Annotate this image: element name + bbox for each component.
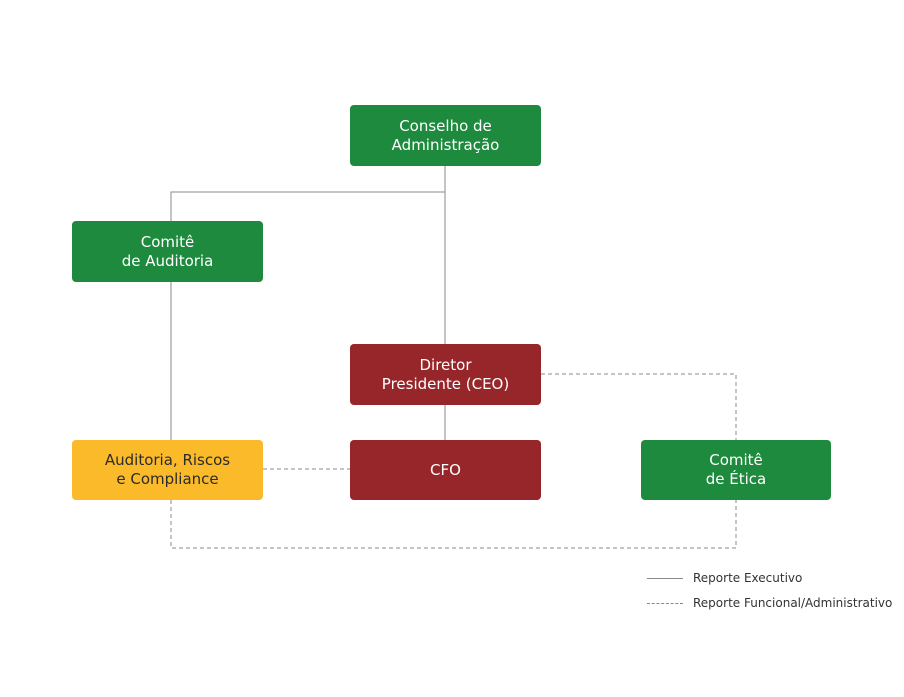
node-comite-auditoria-line2: de Auditoria — [121, 251, 214, 270]
node-comite-auditoria-line1: Comitê — [140, 232, 195, 251]
node-cfo-label: CFO — [430, 460, 461, 479]
node-ceo-line1: Diretor — [419, 355, 472, 374]
node-conselho-line1: Conselho de — [399, 116, 492, 135]
dashed-ceo-to-comite-etica — [541, 373, 737, 440]
node-conselho-line2: Administração — [391, 135, 500, 154]
node-comite-etica-line2: de Ética — [705, 470, 767, 488]
legend-solid-line — [647, 577, 683, 579]
node-conselho-administracao: Conselho de Administração — [350, 105, 541, 166]
node-comite-auditoria: Comitê de Auditoria — [72, 221, 263, 282]
node-ceo-line2: Presidente (CEO) — [381, 374, 510, 393]
node-cfo: CFO — [350, 440, 541, 500]
node-comite-etica: Comitê de Ética — [641, 440, 831, 500]
node-auditoria-line1: Auditoria, Riscos — [104, 451, 231, 469]
node-auditoria-riscos-compliance: Auditoria, Riscos e Compliance — [72, 440, 263, 500]
legend-label-executivo: Reporte Executivo — [693, 571, 803, 585]
legend-item-funcional: Reporte Funcional/Administrativo — [647, 596, 892, 610]
legend-label-funcional: Reporte Funcional/Administrativo — [693, 596, 893, 610]
node-ceo: Diretor Presidente (CEO) — [350, 344, 541, 405]
dashed-auditoria-to-comite-etica — [170, 500, 737, 549]
node-auditoria-line2: e Compliance — [116, 470, 219, 488]
line-conselho-to-comite-auditoria — [170, 191, 445, 221]
legend-item-executivo: Reporte Executivo — [647, 571, 802, 585]
legend-dashed-line — [647, 602, 683, 604]
node-comite-etica-line1: Comitê — [709, 451, 763, 469]
